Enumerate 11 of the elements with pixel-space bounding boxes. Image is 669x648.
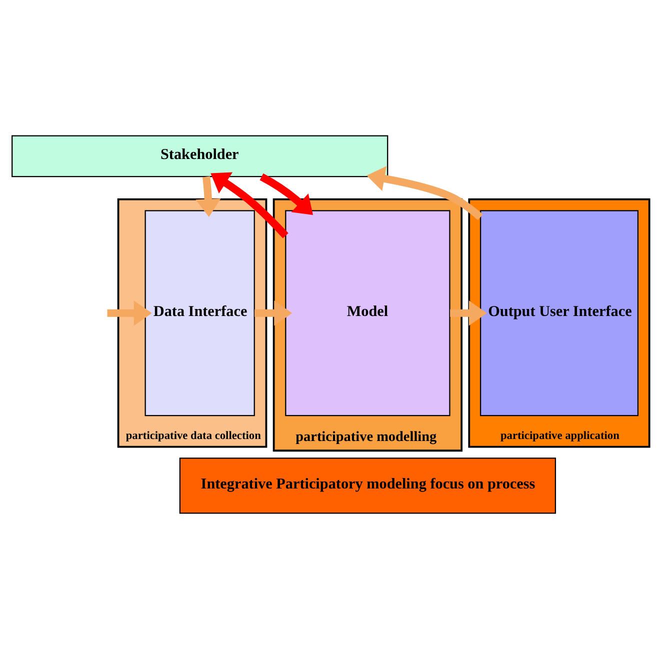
- node-box: Output User Interface: [480, 210, 639, 416]
- arrow: [254, 300, 292, 326]
- node-box: Model: [285, 210, 450, 416]
- arrow: [210, 172, 288, 238]
- node-box: Data Interface: [144, 210, 255, 416]
- arrow: [450, 300, 487, 326]
- arrow: [366, 166, 483, 220]
- arrow: [107, 300, 152, 326]
- node-box: Integrative Participatory modeling focus on process: [179, 457, 556, 514]
- arrow: [196, 176, 221, 217]
- node-box: Stakeholder: [12, 134, 388, 177]
